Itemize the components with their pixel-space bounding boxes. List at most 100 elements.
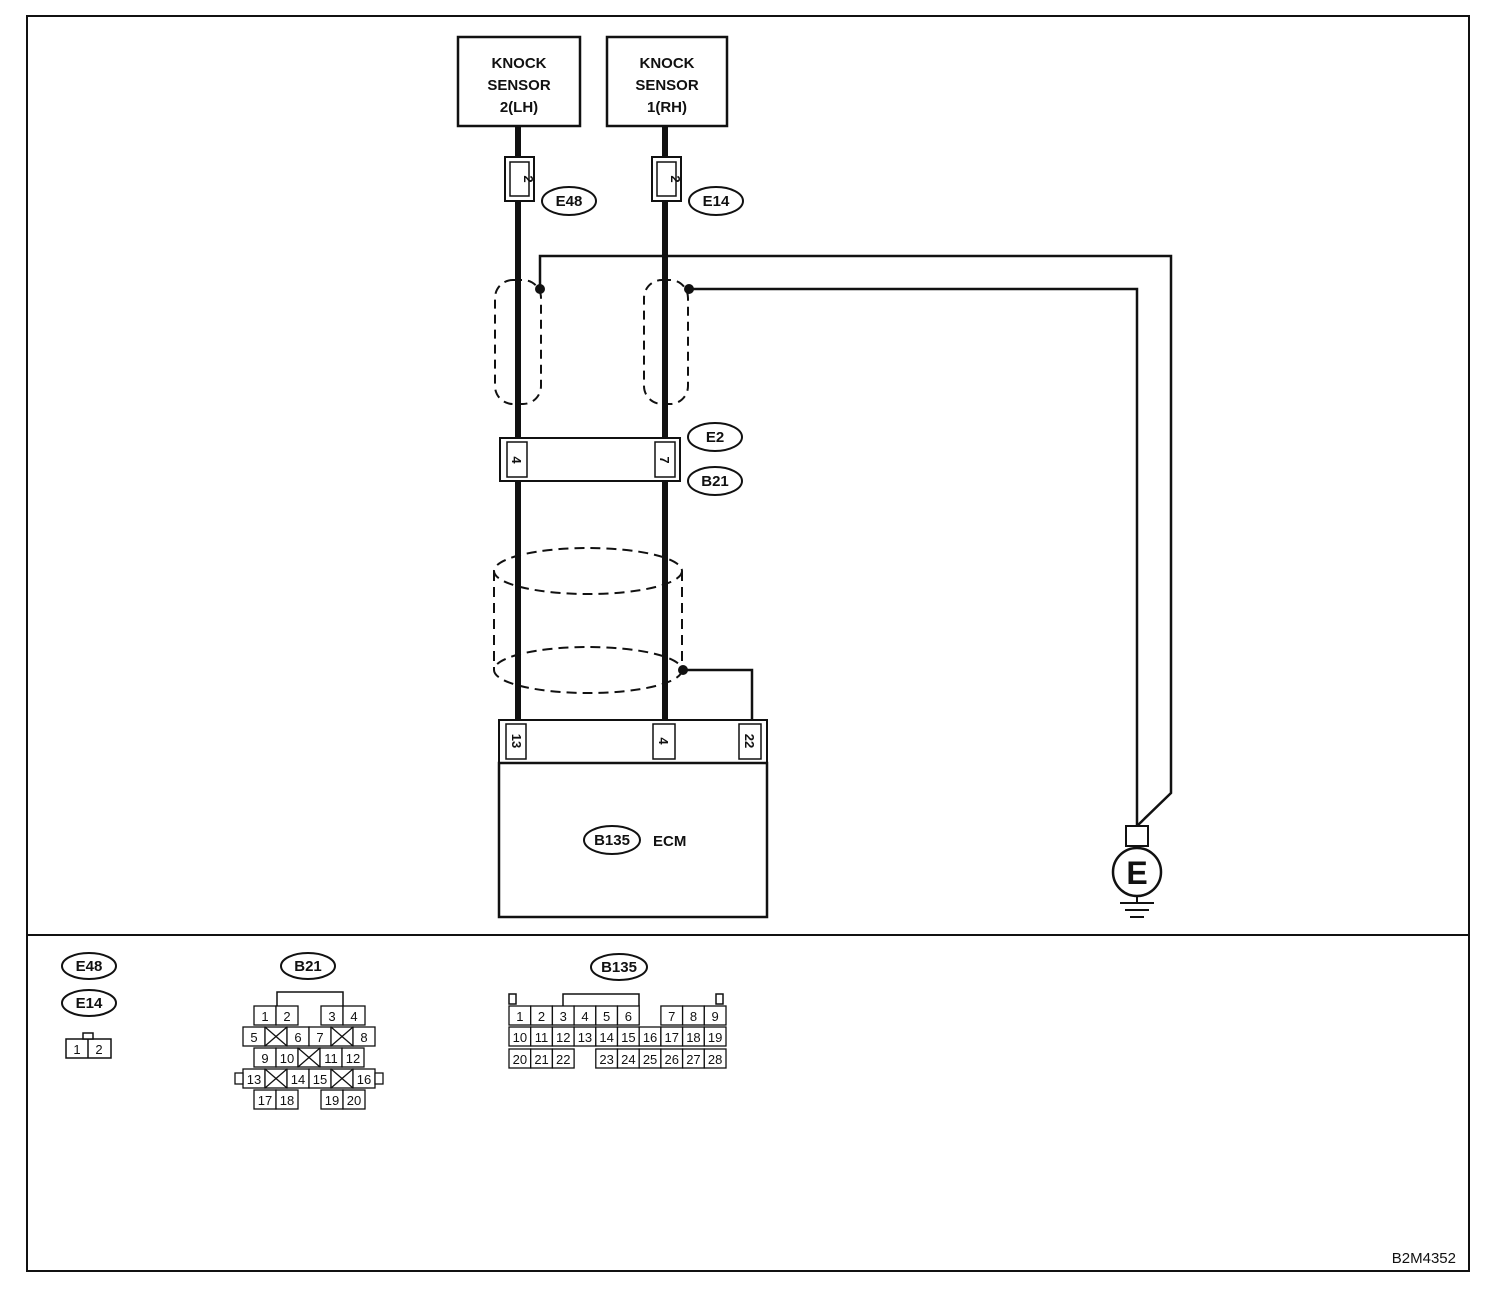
connector-pin-number: 17 xyxy=(258,1093,272,1108)
e14-sensor-connector: 2 xyxy=(651,156,683,202)
connector-pin-cell: 11 xyxy=(319,1047,343,1068)
connector-pin-number: 13 xyxy=(247,1072,261,1087)
connector-pin-number: 8 xyxy=(690,1009,697,1024)
svg-text:KNOCK: KNOCK xyxy=(492,55,547,72)
sensor-shields xyxy=(494,279,689,405)
connector-pin-cell: 23 xyxy=(595,1048,619,1069)
svg-text:E48: E48 xyxy=(556,193,583,210)
connector-pin-number: 9 xyxy=(261,1051,268,1066)
connector-pin-cell: 2 xyxy=(275,1005,299,1026)
connector-pin-number: 20 xyxy=(347,1093,361,1108)
connector-pin-number: 3 xyxy=(560,1009,567,1024)
svg-text:SENSOR: SENSOR xyxy=(487,77,551,94)
connector-pin-cell: 1 xyxy=(508,1005,532,1026)
connector-pin-number: 19 xyxy=(325,1093,339,1108)
svg-text:1: 1 xyxy=(73,1042,80,1057)
e2-label: E2 xyxy=(687,422,743,452)
e48-label: E48 xyxy=(541,186,597,216)
connector-pin-number: 8 xyxy=(360,1030,367,1045)
connector-pin-cell: 10 xyxy=(275,1047,299,1068)
connector-pin-cell: 7 xyxy=(308,1026,332,1047)
connector-pin-cell: 24 xyxy=(616,1048,640,1069)
connector-pin-cell: 13 xyxy=(242,1068,266,1089)
svg-text:2(LH): 2(LH) xyxy=(500,99,538,116)
connector-pin-number: 6 xyxy=(294,1030,301,1045)
connector-pin-cell: 18 xyxy=(681,1026,705,1047)
connector-pin-number: 5 xyxy=(250,1030,257,1045)
connector-pin-cell: 5 xyxy=(595,1005,619,1026)
connector-pin-cell: 3 xyxy=(551,1005,575,1026)
connector-pin-cell: 12 xyxy=(551,1026,575,1047)
connector-pin-number: 12 xyxy=(346,1051,360,1066)
svg-text:E14: E14 xyxy=(76,995,103,1012)
connector-pin-number: 7 xyxy=(668,1009,675,1024)
legend-e14-label: E14 xyxy=(61,989,117,1017)
connector-pin-number: 10 xyxy=(513,1030,527,1045)
svg-text:B135: B135 xyxy=(601,959,637,976)
connector-pin-cell: 16 xyxy=(638,1026,662,1047)
connector-pin-cell: 4 xyxy=(342,1005,366,1026)
connector-pin-number: 27 xyxy=(686,1052,700,1067)
svg-text:4: 4 xyxy=(509,456,524,464)
connector-pin-cell xyxy=(264,1026,288,1047)
connector-pin-cell: 3 xyxy=(320,1005,344,1026)
connector-pin-cell: 2 xyxy=(530,1005,554,1026)
e48-sensor-connector: 2 xyxy=(504,156,536,202)
svg-text:SENSOR: SENSOR xyxy=(635,77,699,94)
connector-pin-number: 2 xyxy=(283,1009,290,1024)
connector-pin-number: 1 xyxy=(261,1009,268,1024)
signal-wires xyxy=(515,126,668,720)
connector-latch-tab xyxy=(234,1072,244,1085)
connector-pin-cell: 16 xyxy=(352,1068,376,1089)
connector-pin-number: 11 xyxy=(535,1030,549,1045)
shield-ground-wires xyxy=(538,254,1173,827)
connector-pin-cell: 4 xyxy=(573,1005,597,1026)
connector-pin-cell: 10 xyxy=(508,1026,532,1047)
diagram-frame xyxy=(26,15,1470,1272)
connector-pin-cell: 20 xyxy=(342,1089,366,1110)
connector-pin-number: 10 xyxy=(280,1051,294,1066)
svg-text:4: 4 xyxy=(656,737,671,745)
connector-pin-cell: 15 xyxy=(308,1068,332,1089)
connector-pin-number: 28 xyxy=(708,1052,722,1067)
connector-pin-number: 9 xyxy=(712,1009,719,1024)
connector-pin-number: 4 xyxy=(581,1009,588,1024)
connector-pin-cell: 12 xyxy=(341,1047,365,1068)
svg-text:22: 22 xyxy=(742,734,757,748)
legend-e48-label: E48 xyxy=(61,952,117,980)
connector-pin-number: 16 xyxy=(643,1030,657,1045)
svg-text:B21: B21 xyxy=(701,473,729,490)
connector-pin-number: 18 xyxy=(686,1030,700,1045)
connector-pin-number: 18 xyxy=(280,1093,294,1108)
ecm-unit: B135 ECM xyxy=(497,761,769,919)
e2-b21-joint-connector: 4 7 xyxy=(499,437,681,482)
connector-pin-cell: 15 xyxy=(616,1026,640,1047)
svg-text:1(RH): 1(RH) xyxy=(647,99,687,116)
connector-pin-cell: 11 xyxy=(530,1026,554,1047)
svg-text:ECM: ECM xyxy=(653,833,686,850)
connector-pin-cell: 22 xyxy=(551,1048,575,1069)
connector-pin-cell: 26 xyxy=(660,1048,684,1069)
knock-sensor-2-lh: KNOCK SENSOR 2(LH) xyxy=(456,35,582,128)
ecm-connector: 13 4 22 xyxy=(498,719,768,764)
connector-pin-cell: 13 xyxy=(573,1026,597,1047)
connector-pin-cell: 7 xyxy=(660,1005,684,1026)
connector-pin-number: 13 xyxy=(578,1030,592,1045)
connector-pin-cell: 8 xyxy=(352,1026,376,1047)
svg-text:E: E xyxy=(1126,855,1147,891)
ground-symbol xyxy=(1120,896,1154,918)
legend-b21-label: B21 xyxy=(280,952,336,980)
legend-e14-face: 1 2 xyxy=(65,1032,112,1059)
connector-pin-cell: 28 xyxy=(703,1048,727,1069)
connector-pin-cell: 9 xyxy=(703,1005,727,1026)
connector-pin-number: 4 xyxy=(350,1009,357,1024)
connector-pin-cell xyxy=(264,1068,288,1089)
connector-pin-cell: 19 xyxy=(703,1026,727,1047)
svg-text:2: 2 xyxy=(668,175,683,182)
connector-pin-number: 17 xyxy=(665,1030,679,1045)
svg-text:13: 13 xyxy=(509,734,524,748)
connector-pin-number: 6 xyxy=(625,1009,632,1024)
connector-pin-number: 24 xyxy=(621,1052,635,1067)
